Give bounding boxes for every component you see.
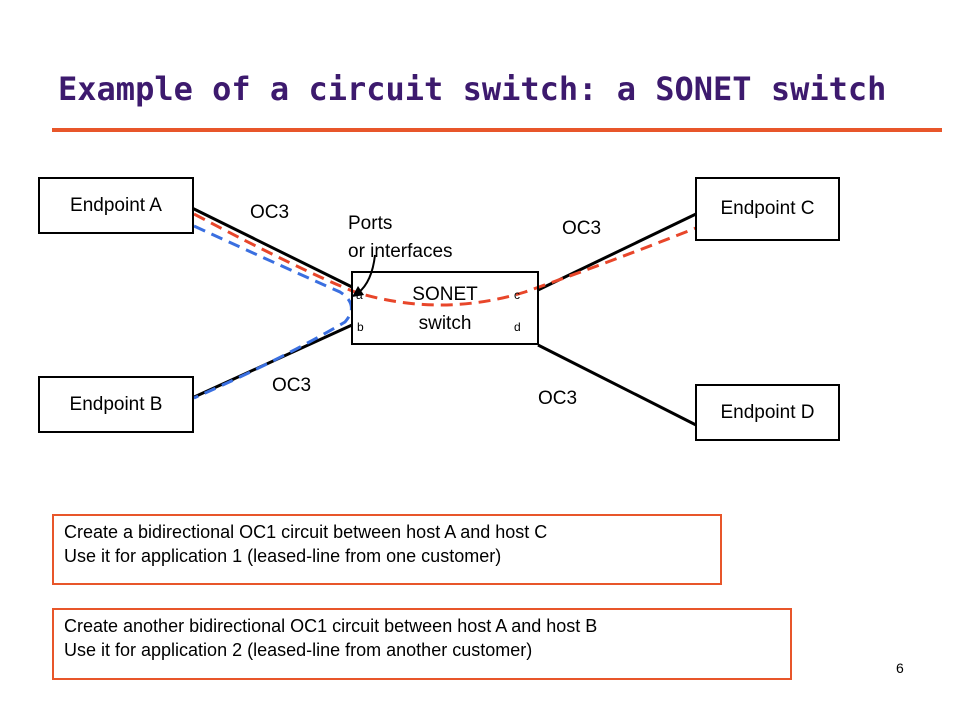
endpoint-c-box: Endpoint C (695, 177, 840, 241)
endpoint-b-box: Endpoint B (38, 376, 194, 433)
note-1-line1: Create a bidirectional OC1 circuit betwe… (64, 522, 548, 542)
link-label-cd-bottom: OC3 (538, 388, 578, 409)
endpoint-c-label: Endpoint C (720, 198, 815, 219)
note-circuit-a-c: Create a bidirectional OC1 circuit betwe… (52, 514, 722, 585)
endpoint-d-box: Endpoint D (695, 384, 840, 441)
sonet-switch-box (351, 271, 539, 345)
link-label-ab-top: OC3 (250, 202, 290, 223)
note-2-line1: Create another bidirectional OC1 circuit… (64, 616, 598, 636)
note-2-line2: Use it for application 2 (leased-line fr… (64, 640, 533, 660)
ports-callout-text: Ports or interfaces (348, 210, 453, 266)
endpoint-a-label: Endpoint A (70, 194, 162, 216)
note-1-line2: Use it for application 1 (leased-line fr… (64, 546, 502, 566)
link-label-cd-top: OC3 (562, 218, 602, 239)
link-b-switch (191, 323, 353, 400)
note-circuit-a-b: Create another bidirectional OC1 circuit… (52, 608, 792, 680)
link-label-ab-bottom: OC3 (272, 375, 312, 396)
ports-callout-line1: Ports (348, 213, 393, 234)
endpoint-a-box: Endpoint A (38, 177, 194, 234)
port-d-label: d (514, 320, 521, 334)
ports-callout-line2: or interfaces (348, 241, 453, 262)
circuit-a-c-path (193, 212, 697, 307)
endpoint-d-label: Endpoint D (720, 401, 815, 423)
switch-label-line1: SONET (412, 284, 478, 305)
title-divider (52, 128, 942, 132)
sonet-switch-label: SONET switch (352, 280, 538, 338)
page-number: 6 (896, 660, 904, 676)
link-a-switch (191, 206, 353, 289)
port-b-label: b (357, 320, 364, 334)
port-c-label: c (514, 288, 520, 302)
ports-callout-arrowhead (352, 286, 364, 297)
slide-title: Example of a circuit switch: a SONET swi… (58, 70, 887, 108)
link-switch-c (537, 212, 697, 292)
switch-label-line2: switch (418, 313, 472, 334)
circuit-a-b-path (193, 224, 353, 400)
link-switch-d (537, 343, 697, 427)
endpoint-b-label: Endpoint B (69, 393, 163, 415)
port-a-label: a (356, 288, 363, 302)
